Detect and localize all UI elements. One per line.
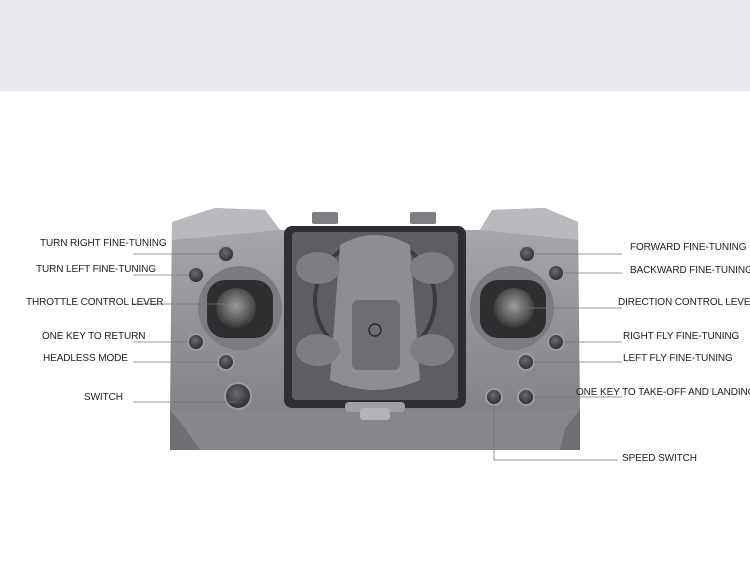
left-joystick[interactable] xyxy=(198,266,282,350)
label-one-key-takeoff-landing: ONE KEY TO TAKE-OFF AND LANDING xyxy=(576,387,750,398)
label-backward-fine-tuning: BACKWARD FINE-TUNING xyxy=(630,265,750,276)
button-right-fly[interactable] xyxy=(547,333,565,351)
button-speed-switch[interactable] xyxy=(485,388,503,406)
label-forward-fine-tuning: FORWARD FINE-TUNING xyxy=(630,242,747,253)
label-left-fly-fine-tuning: LEFT FLY FINE-TUNING xyxy=(623,353,733,364)
label-one-key-to-return: ONE KEY TO RETURN xyxy=(42,331,146,342)
label-switch: SWITCH xyxy=(84,392,123,403)
button-headless[interactable] xyxy=(217,353,235,371)
button-forward[interactable] xyxy=(518,245,536,263)
button-backward[interactable] xyxy=(547,264,565,282)
button-takeoff[interactable] xyxy=(517,388,535,406)
button-switch[interactable] xyxy=(224,382,252,410)
label-headless-mode: HEADLESS MODE xyxy=(43,353,128,364)
mini-drone xyxy=(296,235,454,390)
leader-lines xyxy=(133,253,622,461)
button-return[interactable] xyxy=(187,333,205,351)
top-banner xyxy=(0,0,750,91)
label-turn-left-fine-tuning: TURN LEFT FINE-TUNING xyxy=(36,264,156,275)
label-throttle-control-lever: THROTTLE CONTROL LEVER xyxy=(26,297,164,308)
label-right-fly-fine-tuning: RIGHT FLY FINE-TUNING xyxy=(623,331,740,342)
label-turn-right-fine-tuning: TURN RIGHT FINE-TUNING xyxy=(40,238,167,249)
label-speed-switch: SPEED SWITCH xyxy=(622,453,697,464)
button-turn-right[interactable] xyxy=(217,245,235,263)
button-left-fly[interactable] xyxy=(517,353,535,371)
controller-body xyxy=(170,208,580,450)
label-direction-control-lever: DIRECTION CONTROL LEVER xyxy=(618,297,750,308)
button-turn-left[interactable] xyxy=(187,266,205,284)
right-joystick[interactable] xyxy=(470,266,554,350)
